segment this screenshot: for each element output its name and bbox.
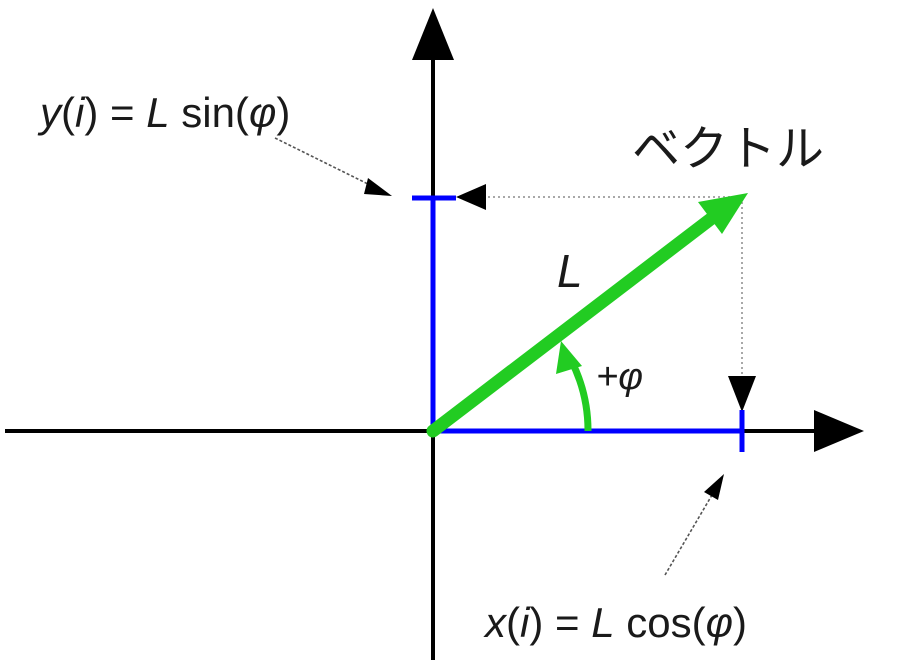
x-axis-arrowhead bbox=[814, 410, 864, 452]
y-formula-leader-line bbox=[274, 137, 373, 187]
x-formula-label: x(i) = L cos(φ) bbox=[483, 599, 747, 646]
vector-length-label: L bbox=[557, 245, 583, 297]
vector-shaft bbox=[426, 211, 719, 438]
y-formula-label: y(i) = L sin(φ) bbox=[37, 89, 290, 136]
y-formula-leader-arrowhead bbox=[364, 178, 392, 196]
x-formula-leader-arrowhead bbox=[704, 474, 724, 500]
vector-arrowhead bbox=[698, 193, 748, 234]
y-projection-arrowhead bbox=[456, 184, 486, 210]
y-axis-arrowhead bbox=[412, 8, 454, 60]
x-formula-leader-line bbox=[664, 494, 713, 576]
angle-arc bbox=[567, 358, 592, 432]
angle-label: +φ bbox=[596, 356, 643, 398]
x-projection-arrowhead bbox=[728, 376, 756, 412]
angle-arc-arrowhead bbox=[556, 341, 582, 374]
vector-title-label: ベクトル bbox=[632, 121, 824, 177]
